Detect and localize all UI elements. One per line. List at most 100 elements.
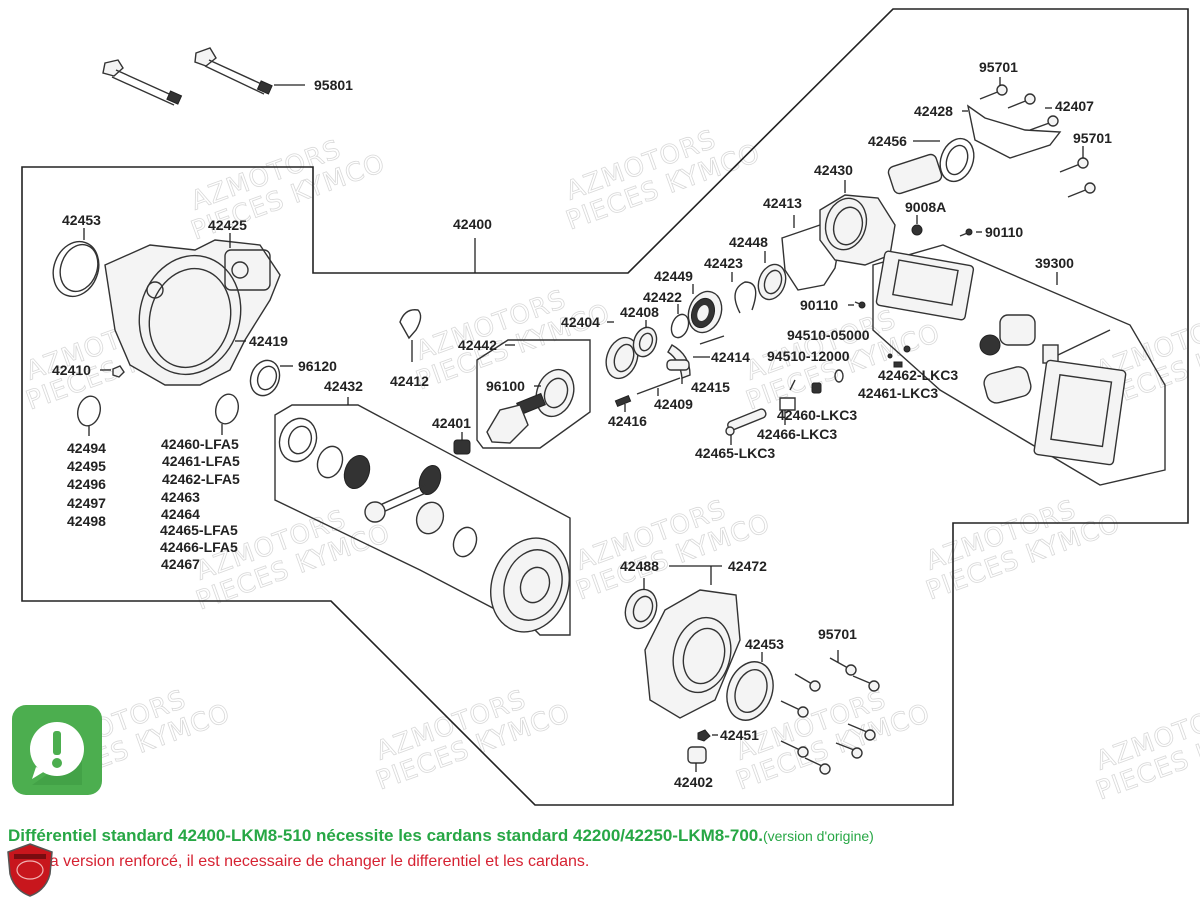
seal-96120-part — [249, 359, 281, 397]
differential-gears-part — [278, 417, 571, 633]
nut-9008A-part — [911, 224, 923, 236]
label-42488[interactable]: 42488 — [620, 558, 659, 574]
group-39300-outline — [872, 244, 1166, 486]
bracket-42428-part — [966, 104, 1062, 159]
label-42462-LFA5[interactable]: 42462-LFA5 — [162, 471, 240, 487]
group-42432-outline — [274, 404, 571, 636]
label-90110[interactable]: 90110 — [800, 297, 838, 313]
label-42449[interactable]: 42449 — [654, 268, 693, 284]
label-42413[interactable]: 42413 — [763, 195, 802, 211]
circlip-42423-part — [734, 281, 757, 314]
label-96100[interactable]: 96100 — [486, 378, 525, 394]
seal-42453b-part — [726, 661, 774, 721]
label-42416[interactable]: 42416 — [608, 413, 647, 429]
label-42448[interactable]: 42448 — [729, 234, 768, 250]
housing-42430-part — [819, 194, 896, 266]
label-42412[interactable]: 42412 — [390, 373, 429, 389]
label-95701[interactable]: 95701 — [979, 59, 1018, 75]
label-95701[interactable]: 95701 — [818, 626, 857, 642]
group-42442-outline — [476, 339, 591, 449]
ring-42422-part — [670, 313, 690, 339]
plug-42402-part — [687, 746, 707, 764]
spring-42461-part — [893, 361, 903, 368]
label-42498[interactable]: 42498 — [67, 513, 106, 529]
pin-42465-part — [725, 408, 767, 436]
seal-42488-part — [624, 588, 658, 630]
label-42472[interactable]: 42472 — [728, 558, 767, 574]
shaft-42409-part — [636, 377, 681, 395]
shaft-42456-part — [887, 137, 975, 195]
seal-42448-part — [757, 263, 787, 301]
label-42442[interactable]: 42442 — [458, 337, 497, 353]
label-42497[interactable]: 42497 — [67, 495, 106, 511]
housing-42425-part — [104, 239, 281, 386]
label-42451[interactable]: 42451 — [720, 727, 759, 743]
label-42467[interactable]: 42467 — [161, 556, 200, 572]
reinforced-version-warning: Pour la version renforcé, il est necessa… — [8, 853, 590, 870]
label-42463[interactable]: 42463 — [161, 489, 200, 505]
label-42428[interactable]: 42428 — [914, 103, 953, 119]
label-9008A[interactable]: 9008A — [905, 199, 946, 215]
label-42461-LFA5[interactable]: 42461-LFA5 — [162, 453, 240, 469]
exclamation-speech-bubble-icon — [12, 705, 102, 795]
azmotors-shield-logo — [7, 843, 53, 897]
pin-94510-05000-part — [887, 353, 893, 359]
label-42404[interactable]: 42404 — [561, 314, 600, 330]
label-42466-LFA5[interactable]: 42466-LFA5 — [160, 539, 238, 555]
label-90110[interactable]: 90110 — [985, 224, 1023, 240]
label-95801[interactable]: 95801 — [314, 77, 353, 93]
label-42432[interactable]: 42432 — [324, 378, 363, 394]
label-42461-LKC3[interactable]: 42461-LKC3 — [858, 385, 938, 401]
bushing-42401-part — [453, 439, 471, 455]
gasket-42412-part — [399, 309, 422, 340]
part-labels: 95801 42453 42425 42400 42419 96120 4241… — [52, 59, 1112, 790]
label-94510-12000[interactable]: 94510-12000 — [767, 348, 850, 364]
label-42423[interactable]: 42423 — [704, 255, 743, 271]
label-42425[interactable]: 42425 — [208, 217, 247, 233]
label-42494[interactable]: 42494 — [67, 440, 106, 456]
label-42422[interactable]: 42422 — [643, 289, 682, 305]
spring-42460-part — [811, 382, 822, 394]
label-42402[interactable]: 42402 — [674, 774, 713, 790]
ring-94510-12000-part — [834, 369, 844, 383]
label-42462-LKC3[interactable]: 42462-LKC3 — [878, 367, 958, 383]
label-42466-LKC3[interactable]: 42466-LKC3 — [757, 426, 837, 442]
label-94510-05000[interactable]: 94510-05000 — [787, 327, 870, 343]
label-42456[interactable]: 42456 — [868, 133, 907, 149]
label-42414[interactable]: 42414 — [711, 349, 750, 365]
label-42495[interactable]: 42495 — [67, 458, 106, 474]
label-42408[interactable]: 42408 — [620, 304, 659, 320]
lever-42466-part — [779, 379, 796, 411]
bolt-95801-part — [102, 47, 273, 106]
label-39300[interactable]: 39300 — [1035, 255, 1074, 271]
screw-90110-mid-part — [854, 301, 866, 309]
label-42400[interactable]: 42400 — [453, 216, 492, 232]
label-42464[interactable]: 42464 — [161, 506, 200, 522]
label-42410[interactable]: 42410 — [52, 362, 91, 378]
label-42460-LFA5[interactable]: 42460-LFA5 — [161, 436, 239, 452]
label-42460-LKC3[interactable]: 42460-LKC3 — [777, 407, 857, 423]
label-42409[interactable]: 42409 — [654, 396, 693, 412]
label-96120[interactable]: 96120 — [298, 358, 337, 374]
label-42415[interactable]: 42415 — [691, 379, 730, 395]
bolts-95701-top-part — [979, 84, 1059, 131]
seal-42453-part — [52, 240, 100, 298]
bearing-42408-part — [632, 326, 658, 358]
bearing-42404-part — [605, 336, 639, 380]
assembly-outline — [21, 8, 1189, 806]
label-42465-LFA5[interactable]: 42465-LFA5 — [160, 522, 238, 538]
bearing-42449-part — [687, 290, 723, 334]
bolts-95701-bottom-part — [780, 650, 880, 775]
fork-42415-part — [666, 344, 691, 379]
label-95701[interactable]: 95701 — [1073, 130, 1112, 146]
label-42419[interactable]: 42419 — [249, 333, 288, 349]
label-42465-LKC3[interactable]: 42465-LKC3 — [695, 445, 775, 461]
label-42407[interactable]: 42407 — [1055, 98, 1094, 114]
label-42496[interactable]: 42496 — [67, 476, 106, 492]
label-42401[interactable]: 42401 — [432, 415, 471, 431]
oring-42460-part — [214, 393, 240, 425]
label-42430[interactable]: 42430 — [814, 162, 853, 178]
label-42453[interactable]: 42453 — [745, 636, 784, 652]
nut-42462-part — [903, 345, 911, 353]
label-42453[interactable]: 42453 — [62, 212, 101, 228]
